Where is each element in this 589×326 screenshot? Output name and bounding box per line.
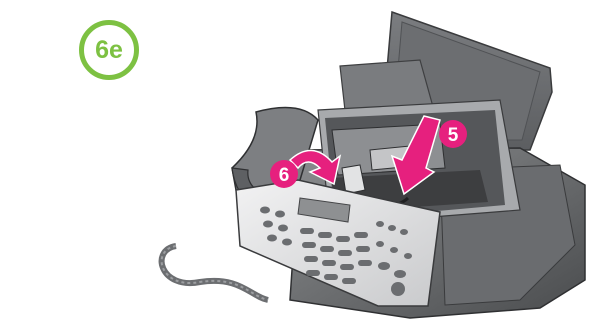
callout-5-number: 5 (448, 125, 459, 146)
callout-6-number: 6 (279, 165, 290, 186)
